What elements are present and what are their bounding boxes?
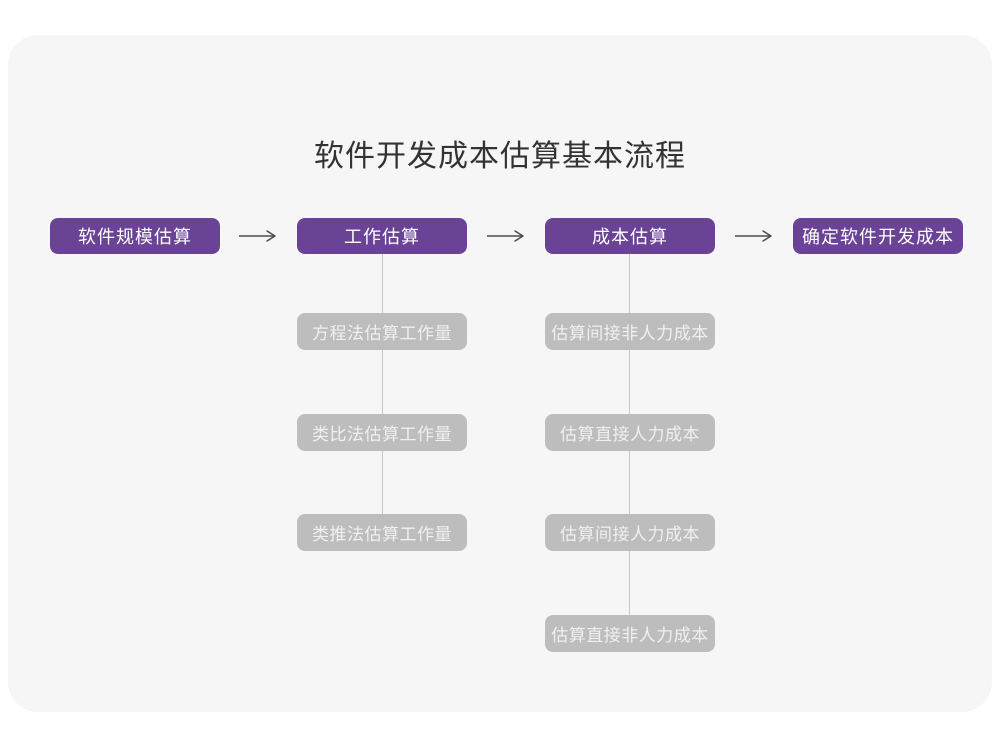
substep-analogy-method: 类比法估算工作量 bbox=[297, 414, 467, 451]
connector-line-work-estimation bbox=[382, 254, 383, 533]
substep-extrapolation-method: 类推法估算工作量 bbox=[297, 514, 467, 551]
stage-work-estimation: 工作估算 bbox=[297, 218, 467, 254]
stage-label: 确定软件开发成本 bbox=[802, 227, 954, 247]
substep-label: 估算间接非人力成本 bbox=[551, 324, 709, 343]
substep-label: 估算直接人力成本 bbox=[560, 425, 700, 444]
substep-direct-nonlabor-cost: 估算直接非人力成本 bbox=[545, 615, 715, 652]
substep-label: 类推法估算工作量 bbox=[312, 525, 452, 544]
substep-label: 类比法估算工作量 bbox=[312, 425, 452, 444]
flowchart-card: 软件开发成本估算基本流程 软件规模估算 工作估算 成本估算 确定软件开发成本 bbox=[8, 35, 992, 712]
stage-software-scale-estimation: 软件规模估算 bbox=[50, 218, 220, 254]
substep-equation-method: 方程法估算工作量 bbox=[297, 313, 467, 350]
stage-label: 工作估算 bbox=[344, 227, 420, 247]
substep-direct-labor-cost: 估算直接人力成本 bbox=[545, 414, 715, 451]
stage-cost-estimation: 成本估算 bbox=[545, 218, 715, 254]
stage-determine-dev-cost: 确定软件开发成本 bbox=[793, 218, 963, 254]
right-arrow-icon bbox=[735, 230, 772, 242]
right-arrow-icon bbox=[239, 230, 276, 242]
substep-label: 方程法估算工作量 bbox=[312, 324, 452, 343]
substep-indirect-labor-cost: 估算间接人力成本 bbox=[545, 514, 715, 551]
substep-label: 估算直接非人力成本 bbox=[551, 626, 709, 645]
page-title: 软件开发成本估算基本流程 bbox=[314, 140, 686, 173]
stage-label: 成本估算 bbox=[592, 227, 668, 247]
stage-label: 软件规模估算 bbox=[78, 227, 192, 247]
substep-indirect-nonlabor-cost: 估算间接非人力成本 bbox=[545, 313, 715, 350]
substep-label: 估算间接人力成本 bbox=[560, 525, 700, 544]
right-arrow-icon bbox=[487, 230, 524, 242]
